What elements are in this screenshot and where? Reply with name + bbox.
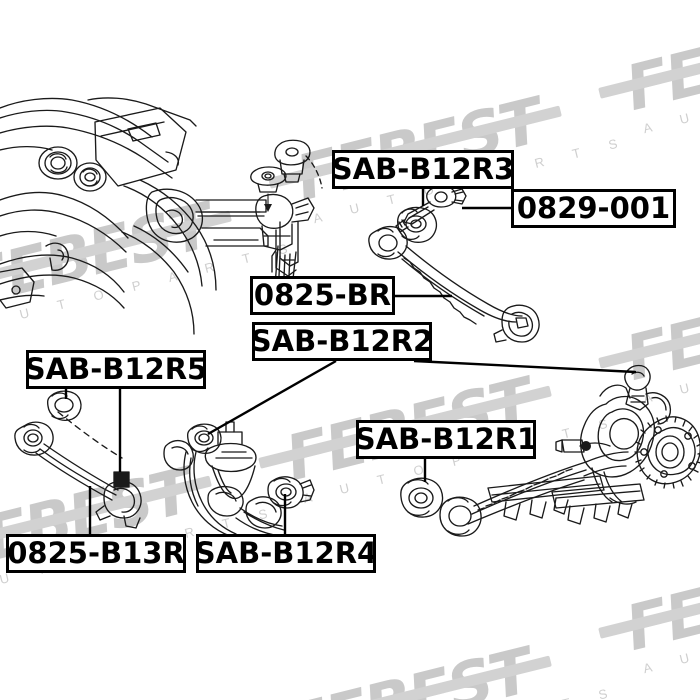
part-number-text: SAB-B12R5 — [24, 352, 208, 386]
part-label-sab-b12r4[interactable]: SAB-B12R4 — [194, 534, 378, 573]
part-label-sab-b12r3[interactable]: SAB-B12R3 — [332, 150, 514, 189]
part-number-text: SAB-B12R1 — [354, 422, 538, 456]
part-number-text: 0829-001 — [516, 191, 671, 225]
lateral-link-part — [14, 390, 142, 529]
part-number-text: SAB-B12R3 — [331, 152, 515, 186]
trailing-arm-part — [400, 451, 629, 537]
part-label-sab-b12r2[interactable]: SAB-B12R2 — [250, 322, 434, 361]
part-label-0825-b13r[interactable]: 0825-B13R — [6, 534, 186, 573]
part-number-text: 0825-BR — [253, 278, 392, 312]
part-label-sab-b12r5[interactable]: SAB-B12R5 — [24, 350, 208, 389]
part-number-text: 0825-B13R — [7, 536, 185, 570]
lower-control-arm-part — [163, 421, 315, 537]
upper-control-arm-part — [368, 206, 540, 343]
part-label-0829-001[interactable]: 0829-001 — [511, 189, 676, 228]
knuckle-hub-part — [551, 364, 700, 525]
part-number-text: SAB-B12R4 — [194, 536, 378, 570]
part-label-0825-br[interactable]: 0825-BR — [250, 276, 395, 315]
part-label-sab-b12r1[interactable]: SAB-B12R1 — [354, 420, 538, 459]
part-number-text: SAB-B12R2 — [250, 324, 434, 358]
camber-bolt-part — [395, 185, 467, 233]
